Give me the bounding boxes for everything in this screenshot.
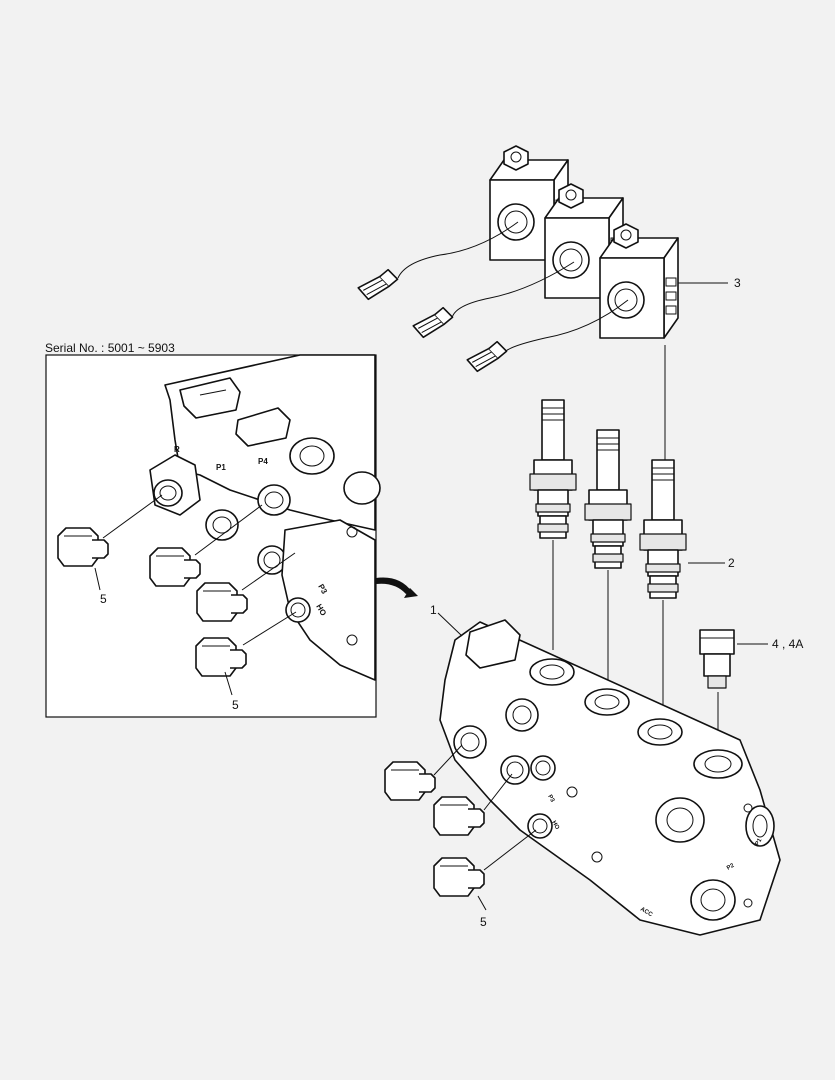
- inset-leader-lines: [94, 494, 297, 696]
- serial-number-label: Serial No. : 5001 ~ 5903: [45, 341, 175, 355]
- inset-callout-5-lower: 5: [232, 698, 239, 712]
- main-plug-1: [384, 761, 436, 801]
- inset-port-label-r: R: [174, 445, 180, 454]
- main-callout-5: 5: [480, 915, 487, 929]
- main-plug-3: [433, 857, 485, 897]
- inset-port-label-p1: P1: [216, 463, 226, 472]
- inset-port-label-p4: P4: [258, 457, 268, 466]
- cartridge-valve-2: [584, 429, 632, 569]
- inset-callout-5: 5: [100, 592, 107, 606]
- main-plug-2: [433, 796, 485, 836]
- inset-pointer-arrow: [376, 577, 412, 594]
- solenoid-coil-3: [599, 223, 679, 339]
- callout-2: 2: [728, 556, 735, 570]
- coil-connector-1: [354, 267, 402, 302]
- inset-valve-block: [149, 354, 381, 681]
- coil-connector-3: [463, 339, 511, 374]
- callout-3: 3: [734, 276, 741, 290]
- cartridge-valve-1: [529, 399, 577, 539]
- callout-4-4a: 4 , 4A: [772, 637, 803, 651]
- main-valve-block: [439, 619, 781, 936]
- main-port-label-p1: P1: [755, 837, 764, 847]
- inset-port-label-p3: P3: [316, 583, 329, 596]
- callout-1: 1: [430, 603, 437, 617]
- main-port-label-ho: HO: [550, 820, 560, 831]
- relief-valve: [699, 629, 735, 689]
- cartridge-valve-3: [639, 459, 687, 599]
- main-port-label-p3: P3: [546, 794, 555, 804]
- coil-connector-2: [409, 305, 457, 340]
- main-port-label-p2: P2: [726, 863, 736, 872]
